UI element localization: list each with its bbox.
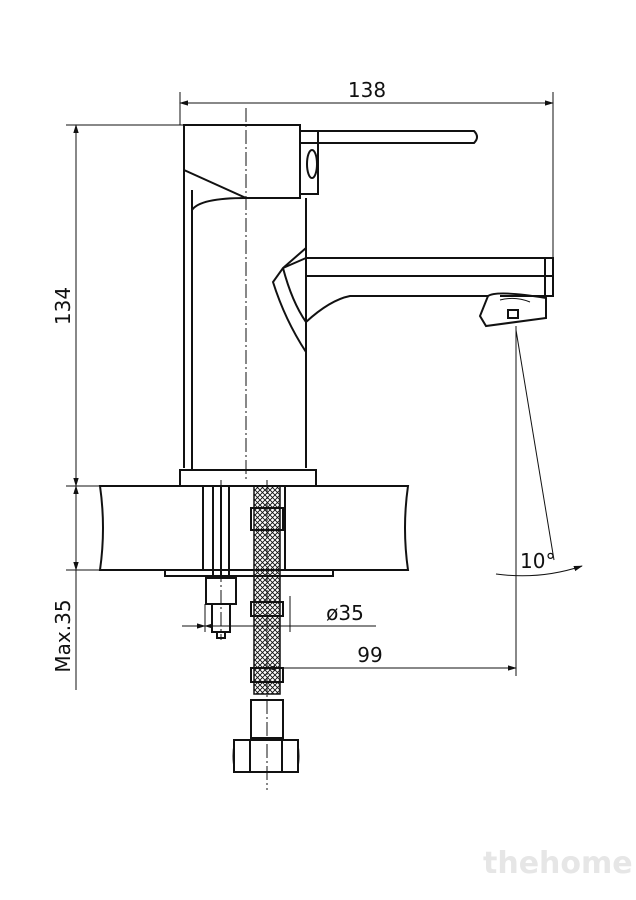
width-label: 138 [348, 78, 386, 102]
height-label: 134 [51, 287, 75, 325]
center-axes [220, 108, 268, 790]
dimension-reach: 99 [266, 326, 517, 676]
diameter-label: ø35 [326, 601, 364, 625]
dimension-width: 138 [179, 78, 554, 258]
reach-label: 99 [357, 643, 382, 667]
dimension-diameter: ø35 [182, 596, 376, 632]
max-thickness-label: Max.35 [51, 599, 75, 672]
dimension-angle: 10° [495, 329, 583, 577]
dimension-max-thickness: Max.35 [51, 485, 100, 690]
watermark-logo: thehome [483, 846, 633, 881]
angle-label: 10° [520, 549, 555, 573]
faucet-body [179, 124, 554, 487]
dimension-height: 134 [51, 124, 184, 487]
